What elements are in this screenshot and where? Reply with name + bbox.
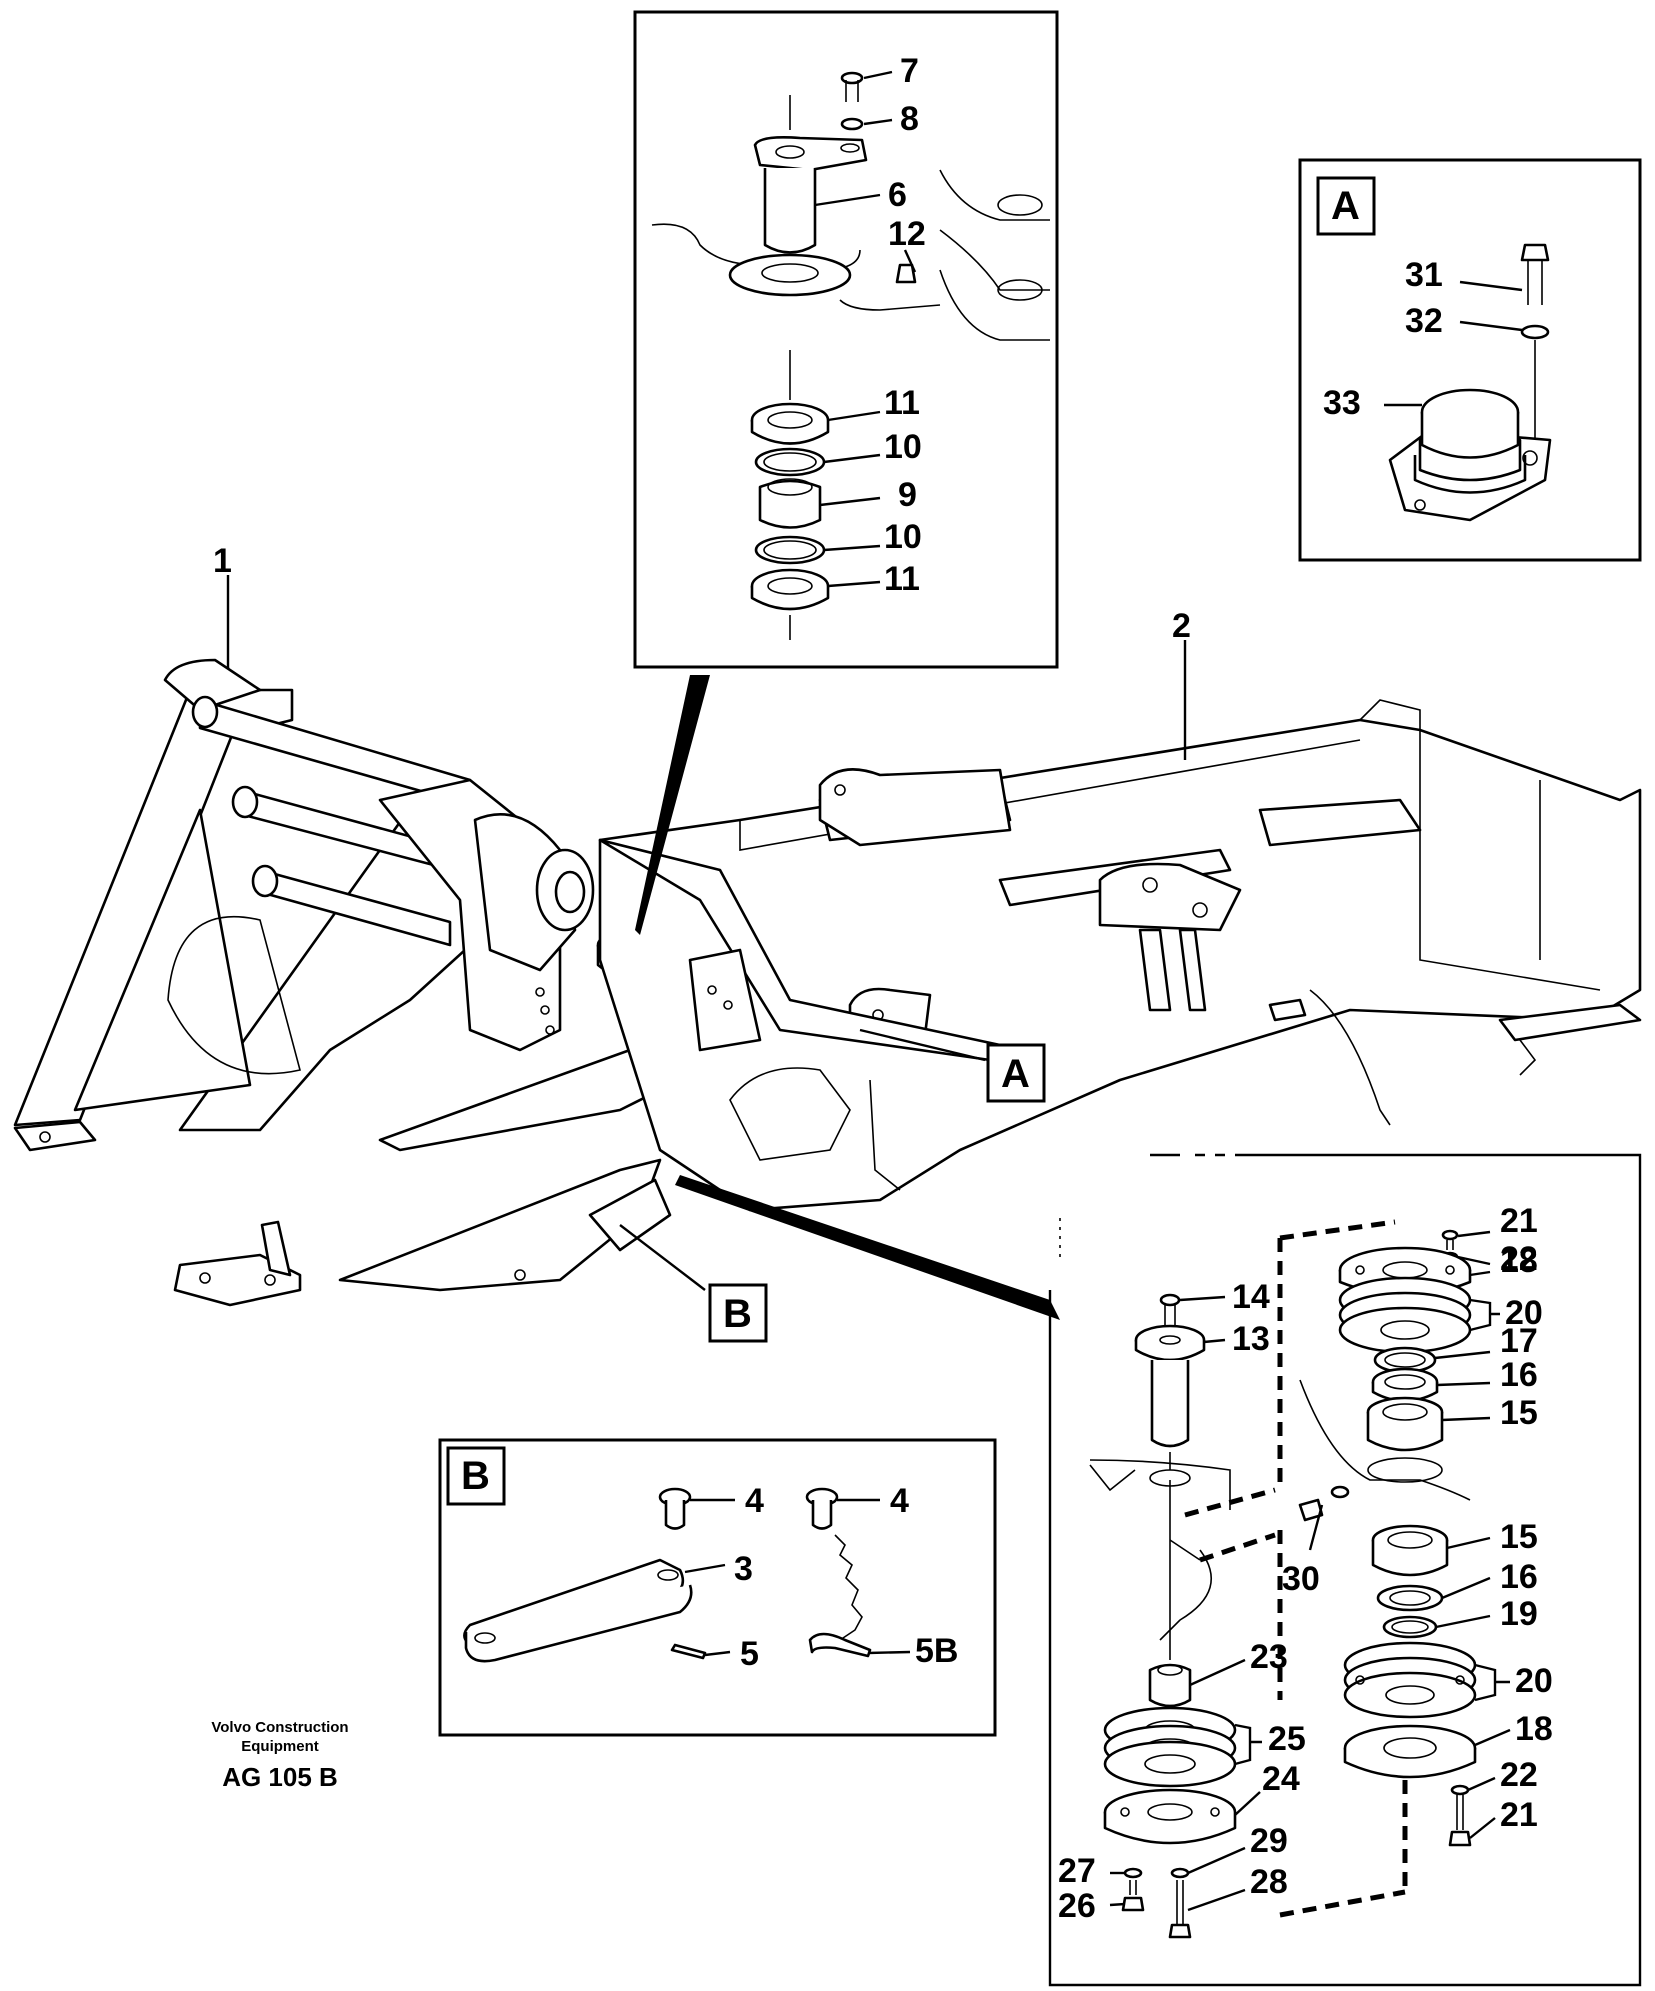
callout-14: 14 [1232, 1278, 1270, 1316]
front-frame [13, 658, 745, 1307]
company-name-line1: Volvo Construction [211, 1719, 349, 1736]
callout-16-lower: 16 [1500, 1558, 1538, 1596]
link-parts [463, 1487, 872, 1663]
detail-b-tag: B [461, 1454, 490, 1498]
drawing-credit: Volvo Construction Equipment AG 105 B [150, 1718, 410, 1793]
callout-3: 3 [734, 1550, 753, 1588]
callout-16-upper: 16 [1500, 1356, 1538, 1394]
callout-22-upper: 22 [1500, 1240, 1538, 1278]
callout-24: 24 [1262, 1760, 1300, 1798]
callout-18-lower: 18 [1515, 1710, 1553, 1748]
drawing-code: AG 105 B [222, 1762, 338, 1792]
detail-a-tag: A [1331, 184, 1360, 228]
callout-10-upper: 10 [884, 428, 922, 466]
callout-18-upper: 18 [1500, 1242, 1538, 1280]
callout-15-upper: 15 [1500, 1394, 1538, 1432]
callout-6: 6 [888, 176, 907, 214]
detail-b-tag-box [446, 1446, 506, 1506]
detail-b-ref: B [723, 1292, 752, 1336]
lower-pin-parts [1089, 1219, 1477, 1939]
callout-21-lower: 21 [1500, 1796, 1538, 1834]
callout-9: 9 [898, 476, 917, 514]
callout-11-lower: 11 [884, 560, 920, 598]
detail-a-tag-box [1316, 176, 1376, 236]
callout-27: 27 [1058, 1852, 1096, 1890]
detail-b [438, 1438, 997, 1737]
callout-33: 33 [1323, 384, 1361, 422]
company-name-line2: Equipment [241, 1738, 319, 1755]
callout-26: 26 [1058, 1887, 1096, 1925]
detail-a-ref: A [1001, 1052, 1030, 1096]
callout-13: 13 [1232, 1320, 1270, 1358]
callout-29: 29 [1250, 1822, 1288, 1860]
callout-20-lower: 20 [1515, 1662, 1553, 1700]
callout-23: 23 [1250, 1638, 1288, 1676]
callout-28: 28 [1250, 1863, 1288, 1901]
callout-4-left: 4 [745, 1482, 764, 1520]
callout-5b: 5B [915, 1632, 958, 1670]
detail-a-reference-tag [986, 1043, 1046, 1103]
callout-25: 25 [1268, 1720, 1306, 1758]
rear-frame [598, 699, 1642, 1212]
callout-31: 31 [1405, 256, 1443, 294]
callout-4-right: 4 [890, 1482, 909, 1520]
upper-pin-parts [651, 71, 1050, 640]
callout-5: 5 [740, 1635, 759, 1673]
callout-11-upper: 11 [884, 384, 920, 422]
callout-20-upper: 20 [1505, 1294, 1543, 1332]
callout-12: 12 [888, 215, 926, 253]
callout-19: 19 [1500, 1595, 1538, 1633]
callout-30: 30 [1282, 1560, 1320, 1598]
callout-7: 7 [900, 52, 919, 90]
callout-8: 8 [900, 100, 919, 138]
callout-17: 17 [1500, 1322, 1538, 1360]
callout-10-lower: 10 [884, 518, 922, 556]
callout-labels: 1 2 3 4 4 5 5B 6 7 8 9 10 10 11 11 12 13… [213, 52, 1553, 1925]
callout-2: 2 [1172, 607, 1191, 645]
callout-32: 32 [1405, 302, 1443, 340]
callout-1: 1 [213, 542, 232, 580]
callout-21-upper: 21 [1500, 1202, 1538, 1240]
callout-15-lower: 15 [1500, 1518, 1538, 1556]
detail-b-reference-tag [708, 1283, 768, 1343]
detail-upper-pin [633, 10, 1059, 669]
callout-22-lower: 22 [1500, 1756, 1538, 1794]
damper-parts [1388, 243, 1552, 522]
